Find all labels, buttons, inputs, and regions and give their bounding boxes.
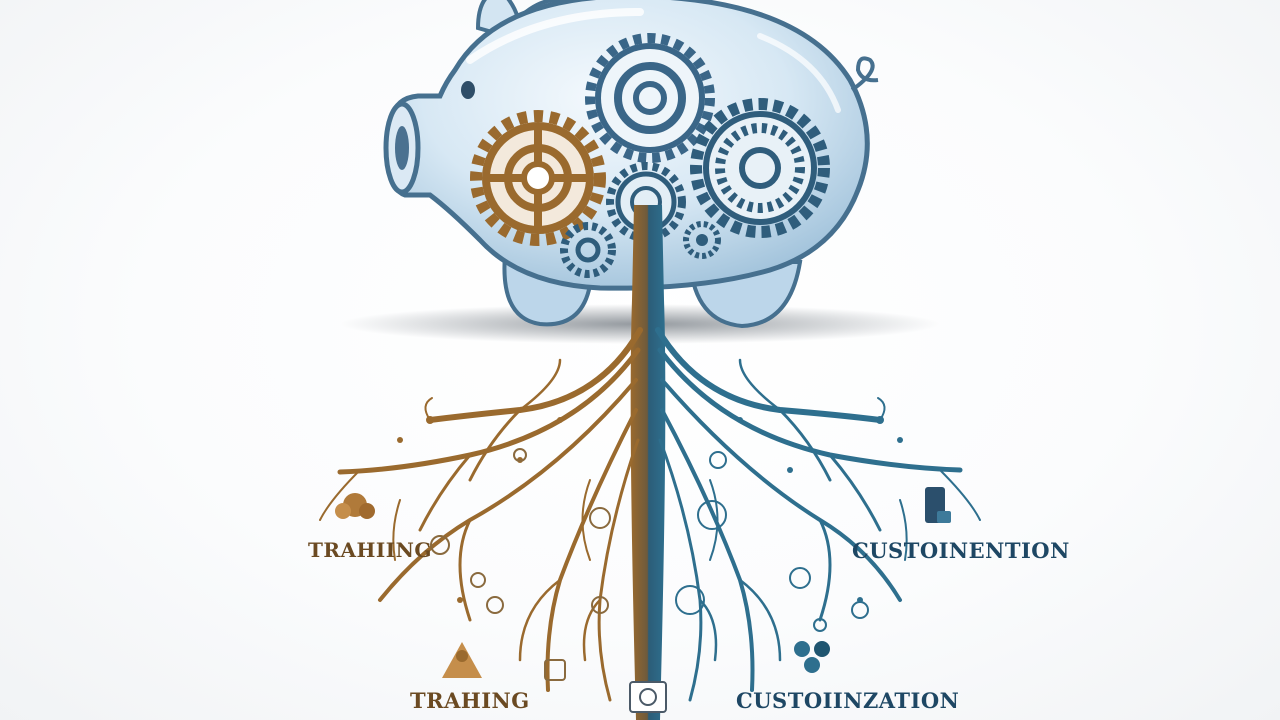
gear-icon-small-left [560, 222, 616, 278]
plant-icon-left-lower [442, 642, 482, 678]
label-right-lower: CUSTOIINZATION [736, 688, 960, 713]
gear-icon-small-right [683, 221, 721, 259]
label-right-upper: CUSTOINENTION [852, 538, 1070, 563]
label-left-lower: TRAHING [410, 688, 530, 713]
gear-icon-brown [470, 110, 606, 246]
document-icon-bottom [629, 681, 667, 713]
plant-icon-left-upper [335, 493, 375, 519]
root-icon-right [655, 327, 981, 702]
gear-icon-large-blue [585, 33, 715, 163]
doodle-icons-left [430, 448, 611, 681]
document-icon-right-upper [925, 487, 951, 523]
root-icon-left [319, 327, 643, 702]
root-trunk [630, 205, 666, 720]
gear-icon-right [690, 98, 830, 238]
gear-icon-right-lower [794, 641, 830, 673]
label-left-upper: TRAHIING [308, 538, 432, 562]
doodle-icons-right [675, 451, 869, 632]
